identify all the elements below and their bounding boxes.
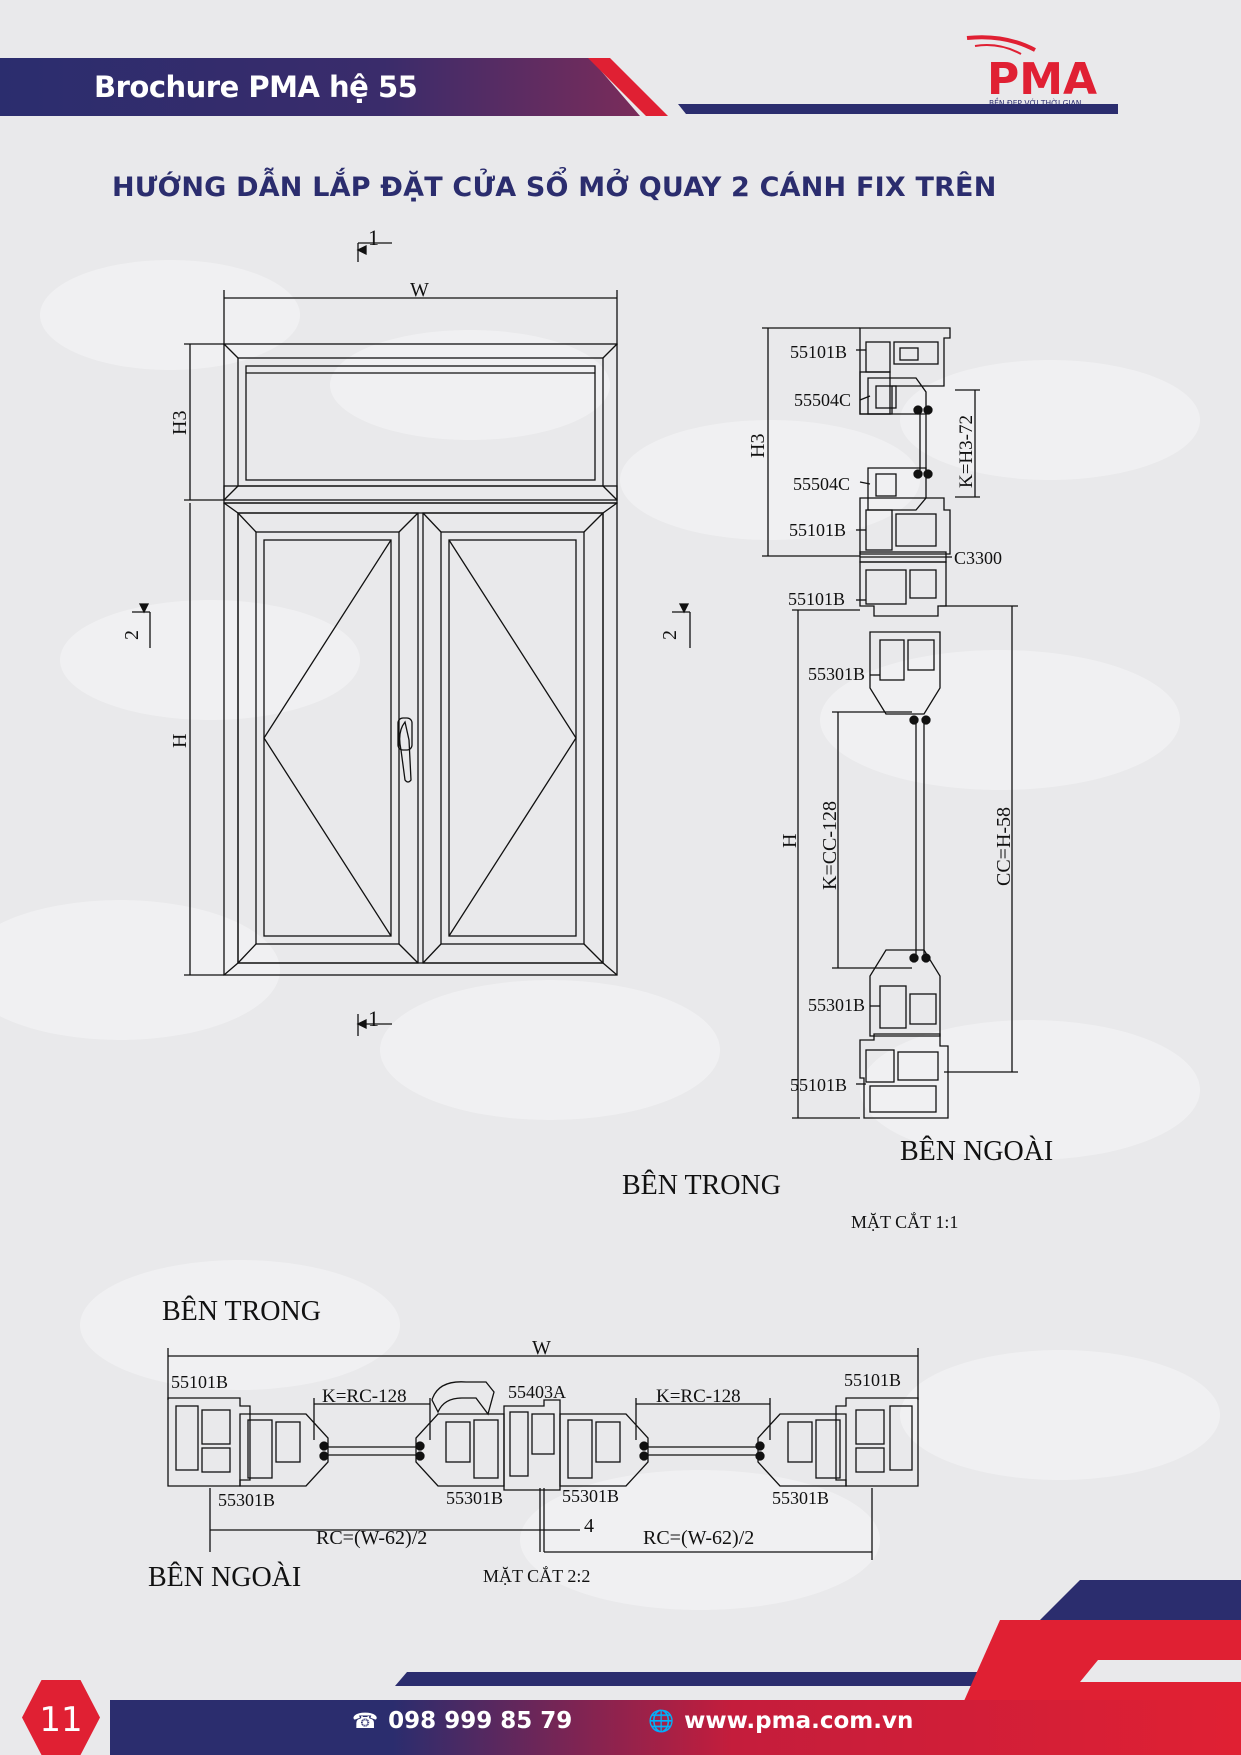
header-band xyxy=(0,58,640,116)
section1-connector-code: C3300 xyxy=(954,548,1002,568)
section2-rc-left: RC=(W-62)/2 xyxy=(316,1527,427,1549)
section2-sash-code-1: 55301B xyxy=(218,1490,275,1510)
section2-caption: MẶT CẮT 2:2 xyxy=(483,1565,590,1586)
section1-k-dimension: K=CC-128 xyxy=(819,801,841,890)
section1-code-4: 55101B xyxy=(789,520,846,540)
vertical-section-1-1: 2 H3 K=H3-72 xyxy=(622,327,1053,1232)
section1-k-top-dimension: K=H3-72 xyxy=(956,415,977,488)
section1-code-8: 55101B xyxy=(790,1075,847,1095)
section1-h3-dimension: H3 xyxy=(747,434,769,458)
page-number: 11 xyxy=(39,1700,83,1740)
header-line xyxy=(678,104,1118,114)
section2-code-left-frame: 55101B xyxy=(171,1372,228,1392)
section-2-mark-left: 2 xyxy=(121,630,143,640)
section1-code-1: 55101B xyxy=(790,342,847,362)
h3-dimension: H3 xyxy=(169,411,191,435)
section2-outside-label: BÊN NGOÀI xyxy=(148,1562,301,1593)
phone-icon: ☎ xyxy=(352,1709,379,1733)
globe-icon: 🌐 xyxy=(648,1709,675,1733)
page-number-badge xyxy=(22,1680,100,1755)
footer-website: 🌐 www.pma.com.vn xyxy=(648,1708,913,1734)
horizontal-section-2-2: BÊN TRONG W K=RC-128 xyxy=(148,1296,919,1593)
section2-inside-label: BÊN TRONG xyxy=(162,1296,321,1327)
section2-rc-right: RC=(W-62)/2 xyxy=(643,1527,754,1549)
section2-gap: 4 xyxy=(584,1515,594,1537)
brochure-title: Brochure PMA hệ 55 xyxy=(94,70,418,104)
section1-code-6: 55301B xyxy=(808,664,865,684)
section2-sash-code-2: 55301B xyxy=(446,1488,503,1508)
section2-code-mullion: 55403A xyxy=(508,1382,566,1402)
logo-wordmark: PMA xyxy=(987,54,1097,105)
footer-band xyxy=(110,1700,1241,1755)
section1-code-7: 55301B xyxy=(808,995,865,1015)
section-1-mark-top: 1 xyxy=(368,225,379,250)
window-elevation: 1 W H3 H 2 xyxy=(121,225,618,1036)
section2-sash-code-4: 55301B xyxy=(772,1488,829,1508)
window-handle xyxy=(397,717,413,783)
section1-caption: MẶT CẮT 1:1 xyxy=(851,1211,958,1232)
footer-accent-navy xyxy=(1040,1580,1241,1620)
section2-code-right-frame: 55101B xyxy=(844,1370,901,1390)
section1-outside-label: BÊN NGOÀI xyxy=(900,1136,1053,1167)
section2-k-left: K=RC-128 xyxy=(322,1386,407,1407)
section1-h-dimension: H xyxy=(779,834,801,848)
section2-width-dimension: W xyxy=(532,1337,551,1359)
page-title: HƯỚNG DẪN LẮP ĐẶT CỬA SỔ MỞ QUAY 2 CÁNH … xyxy=(112,172,997,203)
section1-code-2: 55504C xyxy=(794,390,851,410)
section1-code-3: 55504C xyxy=(793,474,850,494)
section1-code-5: 55101B xyxy=(788,589,845,609)
phone-number: 098 999 85 79 xyxy=(388,1708,573,1734)
section1-cc-dimension: CC=H-58 xyxy=(993,807,1015,886)
width-dimension: W xyxy=(410,279,429,301)
section-1-mark-bottom: 1 xyxy=(368,1006,379,1031)
logo-tagline: BỀN ĐẸP VỚI THỜI GIAN xyxy=(989,98,1081,108)
section2-sash-code-3: 55301B xyxy=(562,1486,619,1506)
footer-phone: ☎ 098 999 85 79 xyxy=(352,1708,572,1734)
section-2-mark-right: 2 xyxy=(659,630,681,640)
footer-accent-white xyxy=(1080,1660,1241,1682)
h-dimension: H xyxy=(169,734,191,748)
website-url: www.pma.com.vn xyxy=(684,1708,914,1734)
section1-inside-label: BÊN TRONG xyxy=(622,1170,781,1201)
section2-k-right: K=RC-128 xyxy=(656,1386,741,1407)
pma-logo: PMA BỀN ĐẸP VỚI THỜI GIAN xyxy=(966,35,1097,108)
